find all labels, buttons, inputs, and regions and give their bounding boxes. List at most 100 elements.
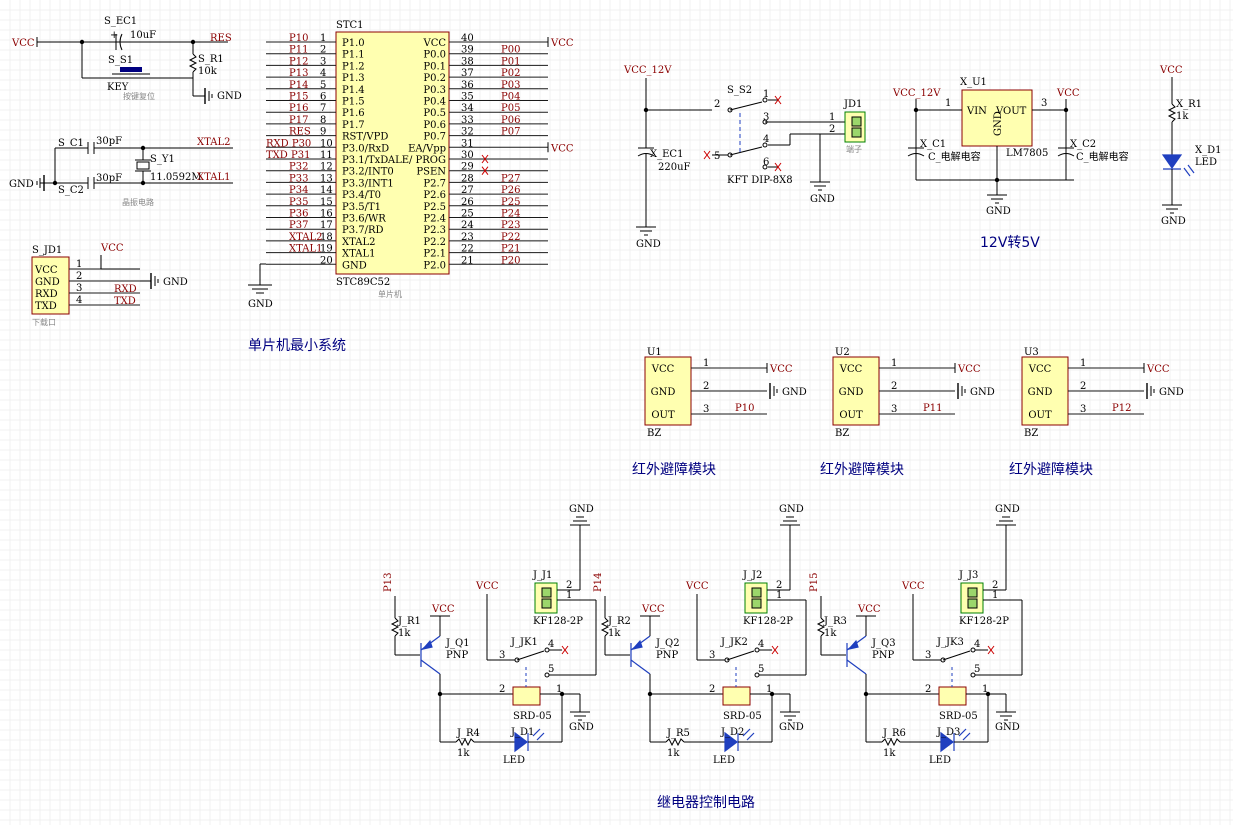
relay-pin-number: 5 <box>758 664 764 675</box>
mcu-pin-net: XTAL2 <box>289 232 322 243</box>
mcu-pin-number: 2 <box>320 45 326 56</box>
relay-led-value: LED <box>503 755 525 766</box>
relay-pin-number: 4 <box>974 639 980 650</box>
reset-switch-value: KEY <box>107 82 129 93</box>
reset-resistor-value: 10k <box>198 66 218 77</box>
power-switch-part: KFT DIP-8X8 <box>727 175 793 186</box>
mcu-pin-net: P22 <box>501 232 520 243</box>
relay-pin-number: 1 <box>556 684 562 695</box>
mcu-pin-number: 23 <box>461 232 474 243</box>
svg-text:VOUT: VOUT <box>995 106 1027 117</box>
relay-pin-number: 2 <box>925 684 931 695</box>
ir-gnd-symbol <box>1146 383 1155 399</box>
relay-terminal-part: KF128-2P <box>959 616 1009 627</box>
power-switch-ref: S_S2 <box>727 85 752 96</box>
ir-output-net: P12 <box>1112 403 1131 414</box>
mcu-pin-number: 31 <box>461 138 474 149</box>
mcu-pin-net: XTAL1 <box>289 244 322 255</box>
crystal-net-xtal1: XTAL1 <box>197 172 230 183</box>
mcu-pin-name: P1.0 <box>342 38 365 49</box>
title-mcu-system: 单片机最小系统 <box>248 338 346 354</box>
mcu-pin-number: 40 <box>461 33 474 44</box>
ir-gnd-label: GND <box>970 387 995 398</box>
mcu-pin-number: 19 <box>320 244 333 255</box>
svg-text:3: 3 <box>763 112 769 123</box>
mcu-pin-number: 14 <box>320 185 333 196</box>
reset-gnd-label: GND <box>217 91 242 102</box>
mcu-pin-net: P06 <box>501 115 520 126</box>
mcu-pin-number: 16 <box>320 209 333 220</box>
ir-vcc-label: VCC <box>1146 364 1170 375</box>
mcu-pin-name: EA/Vpp <box>408 143 446 154</box>
relay-led-ref: J_D1 <box>510 727 534 738</box>
title-relay: 继电器控制电路 <box>657 795 755 811</box>
mcu-pin-name: P1.2 <box>342 61 365 72</box>
relay-terminal-gnd: GND <box>995 504 1020 515</box>
mcu-pin-number: 10 <box>320 138 333 149</box>
download-pin-number: 2 <box>76 271 82 282</box>
ir-module-ref: U1 <box>647 347 662 358</box>
relay-terminal-gnd: GND <box>779 504 804 515</box>
relay-contact-vcc: VCC <box>475 581 499 592</box>
reset-resistor-ref: S_R1 <box>198 54 224 65</box>
relay-pin-number: 1 <box>982 684 988 695</box>
relay-transistor-vcc: VCC <box>431 604 455 615</box>
relay-pin-number: 5 <box>974 664 980 675</box>
mcu-pin-net: P26 <box>501 185 520 196</box>
regulator-out-net: VCC <box>1056 88 1080 99</box>
ir-pin-name: OUT <box>651 410 675 421</box>
mcu-pin-name: P2.3 <box>423 225 446 236</box>
ir-gnd-label: GND <box>782 387 807 398</box>
mcu-pin-net: P35 <box>289 197 308 208</box>
crystal-c1-value: 30pF <box>96 136 122 147</box>
svg-text:3: 3 <box>1041 98 1047 109</box>
terminal-desc: 端子 <box>846 144 862 154</box>
svg-text:1: 1 <box>763 89 769 100</box>
power-led-circuit: VCC X_R1 1k X_D1 LED GND <box>1159 65 1222 227</box>
relay-transistor-vcc: VCC <box>857 604 881 615</box>
download-ref: S_JD1 <box>32 245 62 256</box>
led-ref: X_D1 <box>1195 145 1222 156</box>
reset-cap-ref: S_EC1 <box>104 16 137 27</box>
mcu-pin-name: P2.6 <box>423 190 446 201</box>
crystal-gnd-label: GND <box>9 179 34 190</box>
mcu-pin-name: P2.5 <box>423 202 446 213</box>
mcu-pin-name: VCC <box>422 38 446 49</box>
ir-pin-number: 1 <box>1080 358 1086 369</box>
ir-pin-name: OUT <box>839 410 863 421</box>
mcu-pin-net: P03 <box>501 80 520 91</box>
ir-output-net: P10 <box>735 403 754 414</box>
relay-terminal-ref: J_J2 <box>742 570 762 581</box>
svg-text:4: 4 <box>763 134 769 145</box>
mcu-pin-name: P2.4 <box>423 214 446 225</box>
mcu-pin-name: P0.2 <box>423 73 446 84</box>
relay-led-resistor-ref: J_R4 <box>456 728 480 739</box>
mcu-pin-net: P20 <box>501 255 520 266</box>
crystal-c2-ref: S_C2 <box>58 185 84 196</box>
mcu-pin-name: P0.0 <box>423 50 446 61</box>
relay-base-resistor-value: 1k <box>398 628 411 639</box>
relay-terminal-ref: J_J1 <box>532 570 552 581</box>
power-gnd-label: GND <box>636 239 661 250</box>
terminal-gnd-label: GND <box>810 194 835 205</box>
relay-terminal-ref: J_J3 <box>958 570 978 581</box>
mcu-pin-name: P0.6 <box>423 120 446 131</box>
relay-led-ref: J_D2 <box>720 727 744 738</box>
relay-transistor-vcc: VCC <box>641 604 665 615</box>
mcu-pin-net: P07 <box>501 127 520 138</box>
reset-gnd-symbol <box>204 88 213 104</box>
mcu-pin-number: 32 <box>461 127 474 138</box>
mcu-pin-name: P3.2/INT0 <box>342 167 394 178</box>
ir-pin-name: GND <box>839 387 864 398</box>
mcu-pin-number: 12 <box>320 162 333 173</box>
crystal-net-xtal2: XTAL2 <box>197 137 230 148</box>
mcu-pin-net: P15 <box>289 92 308 103</box>
relay-pin-number: 2 <box>992 580 998 591</box>
relay-pin-number: 1 <box>776 590 782 601</box>
mcu-pin-name: P2.7 <box>423 178 446 189</box>
ir-module-ref: U2 <box>835 347 850 358</box>
mcu-pin-name: P1.4 <box>342 85 365 96</box>
led-resistor-value: 1k <box>1176 111 1189 122</box>
power-switch-circuit: VCC_12V X_EC1 220uF GND S_S2 1 2 3 4 <box>623 65 866 250</box>
